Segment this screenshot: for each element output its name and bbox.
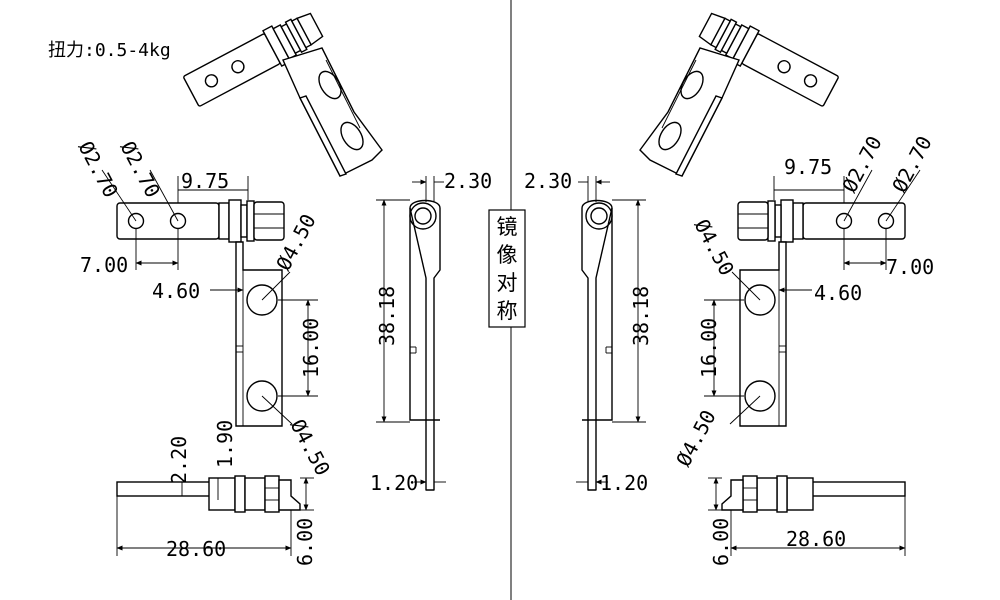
torque-note: 扭力:0.5-4kg [48, 40, 171, 61]
dim-16-00-right: 16.00 [697, 318, 721, 378]
right-hinge-plan-view [737, 199, 906, 427]
dim-hole-dia-1-right: Ø2.70 [837, 132, 886, 196]
dim-2-30: 2.30 [444, 169, 492, 193]
left-hinge-isometric [181, 6, 383, 177]
dim-4-60: 4.60 [152, 279, 200, 303]
dim-9-75: 9.75 [181, 169, 229, 193]
dim-7-00: 7.00 [80, 253, 128, 277]
right-hinge-isometric [639, 6, 841, 177]
dim-9-75-right: 9.75 [784, 155, 832, 179]
dim-2-20: 2.20 [167, 436, 191, 484]
dim-hole-dia-1: Ø2.70 [74, 137, 123, 201]
right-hinge-bottom-view [721, 475, 906, 513]
dim-bolt-dia-upper-right: Ø4.50 [690, 215, 739, 279]
dim-38-18-right: 38.18 [629, 286, 653, 346]
dim-4-60-right: 4.60 [814, 281, 862, 305]
dim-7-00-right: 7.00 [886, 255, 934, 279]
dim-38-18: 38.18 [375, 286, 399, 346]
mirror-label: 镜 像 对 称 [488, 209, 526, 328]
right-hinge-side-view [581, 199, 613, 491]
dim-6-00: 6.00 [293, 518, 317, 566]
dim-bolt-dia-lower-right: Ø4.50 [671, 406, 720, 470]
svg-text:像: 像 [497, 243, 518, 267]
svg-text:对: 对 [497, 271, 518, 295]
left-hinge-bottom-view [116, 475, 301, 513]
svg-text:称: 称 [497, 299, 518, 323]
dim-hole-dia-2: Ø2.70 [116, 137, 165, 201]
dim-28-60-right: 28.60 [786, 527, 846, 551]
dim-hole-dia-2-right: Ø2.70 [887, 132, 936, 196]
dim-2-30-right: 2.30 [524, 169, 572, 193]
dim-28-60: 28.60 [166, 537, 226, 561]
dim-6-00-right: 6.00 [709, 518, 733, 566]
left-hinge-plan-view [116, 199, 285, 427]
dim-1-20: 1.20 [370, 471, 418, 495]
dim-1-20-right: 1.20 [600, 471, 648, 495]
dim-16-00: 16.00 [299, 318, 323, 378]
dim-1-90: 1.90 [213, 420, 237, 468]
dim-bolt-dia-lower: Ø4.50 [286, 415, 335, 479]
svg-text:镜: 镜 [497, 215, 518, 239]
left-hinge-side-view [409, 199, 441, 491]
